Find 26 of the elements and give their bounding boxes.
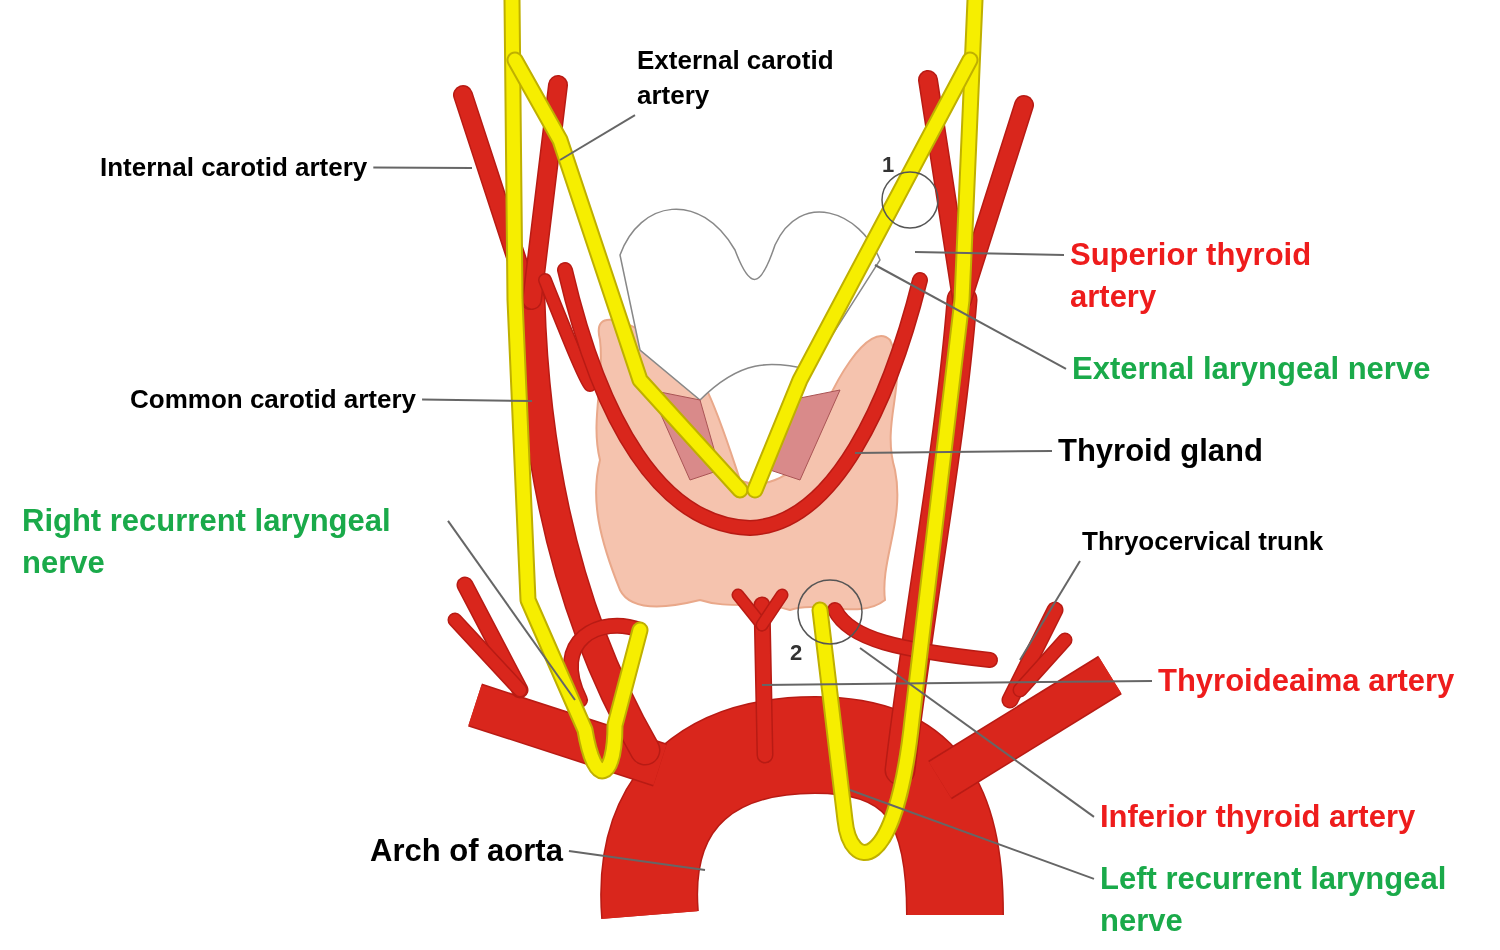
anatomy-label: External laryngeal nerve	[1072, 348, 1431, 390]
anatomy-label: Right recurrent laryngeal nerve	[22, 500, 442, 584]
anatomy-label: Thryocervical trunk	[1082, 524, 1324, 560]
leader-line	[372, 166, 473, 169]
leader-line	[854, 449, 1053, 454]
leader-line	[874, 264, 1067, 370]
leader-line	[914, 251, 1065, 256]
anatomy-label: Arch of aorta	[370, 830, 563, 872]
leader-line	[1019, 560, 1081, 661]
anatomy-label: Left recurrent laryngeal nerve	[1100, 858, 1490, 942]
anatomy-label: Superior thyroid artery	[1070, 234, 1350, 318]
anatomy-label: Internal carotid artery	[100, 150, 368, 186]
leader-line	[567, 849, 706, 871]
leader-line	[559, 114, 636, 161]
leader-line	[421, 398, 533, 402]
callout-number: 1	[882, 151, 895, 179]
anatomy-label: Common carotid artery	[130, 382, 417, 418]
anatomy-label: Thyroid gland	[1058, 430, 1263, 472]
leader-line	[447, 519, 576, 701]
anatomy-label: Thyroideaima artery	[1158, 660, 1455, 702]
anatomy-label: External carotid artery	[637, 43, 867, 114]
leader-line	[859, 647, 1095, 818]
leader-line	[849, 789, 1095, 880]
leader-line	[761, 679, 1153, 686]
anatomy-label: Inferior thyroid artery	[1100, 796, 1416, 838]
callout-number: 2	[790, 639, 803, 667]
